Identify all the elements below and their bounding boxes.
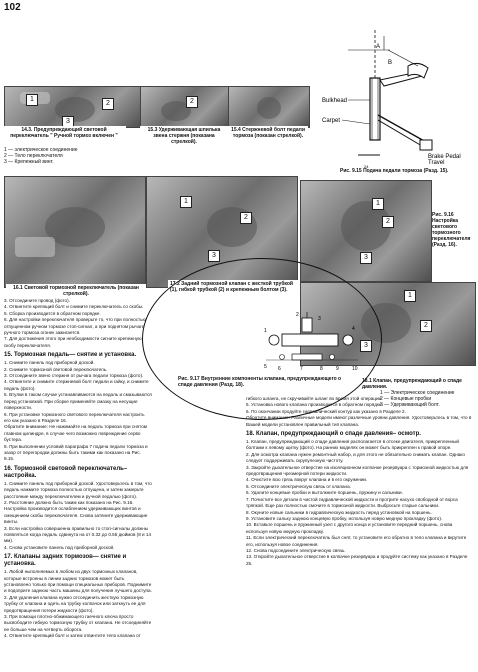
page-number: 102 — [4, 2, 21, 13]
photo-legend: 1 — Электрическое соединение 2 — Концевы… — [380, 390, 476, 408]
paragraph: 1. Любой ныполняемых в любом из двух тор… — [4, 569, 152, 594]
paragraph: 4. Снова установите панель под приборной… — [4, 544, 115, 550]
paragraph: 4. Отвинтите крепящий болт и затем отвин… — [4, 633, 141, 639]
callout-1: 1 — [372, 198, 384, 210]
paragraph: 1. Снимите панель под приборной доской. — [4, 360, 95, 366]
callout-2: 2 — [382, 216, 394, 228]
section-heading: 18. Клапан, предупреждающий о спаде давл… — [246, 431, 421, 438]
right-text-column: гибкого шланга, не скручивайте шланг во … — [246, 396, 474, 670]
callout-3: 3 — [208, 250, 220, 262]
label-a: A — [376, 44, 380, 50]
callout-2: 2 — [420, 320, 432, 332]
photo-caption: 16.1 Световой тормозной переключатель (п… — [6, 284, 146, 298]
paragraph: 2. Снимите тормозной световой переключат… — [4, 366, 108, 372]
figure-caption: Рис. 9.15 Подача педали тормоза (Разд. 1… — [340, 168, 449, 174]
paragraph: 1. Снимите панель под приборной доской. … — [4, 480, 152, 499]
photo-15-4 — [228, 86, 310, 128]
legend-item: 3 — Крепежный винт. — [4, 159, 54, 165]
legend-item: 1 — электрическое соединение — [4, 147, 78, 153]
paragraph: 8. При выполнении условий параграфа 7 по… — [4, 443, 148, 462]
paragraph: 9. Установите сальку заднюю концевую про… — [246, 515, 443, 521]
paragraph: 2. Расстояние должно быть таким как пока… — [4, 499, 148, 525]
paragraph: 6. Удалите концевые пробки и вытолкните … — [246, 490, 403, 496]
legend-item: 1 — Электрическое соединение — [380, 390, 455, 396]
paragraph: 13. Откройте дыхательное отверстие в кол… — [246, 554, 468, 566]
photo-16-1 — [4, 176, 146, 288]
photo-15-3 — [140, 86, 230, 128]
callout-3: 3 — [360, 252, 372, 264]
paragraph: Обратите внимание: Различные модели имею… — [246, 415, 472, 427]
legend-item: 3 — Удерживающий болт. — [380, 402, 440, 408]
callout-2: 2 — [186, 96, 198, 108]
paragraph: 10. Вставьте поршень и пружинный узел с … — [246, 522, 453, 534]
section-heading: 16. Тормозной световой переключатель– на… — [4, 465, 128, 479]
figure-caption: Рис. 9.16 Настройка светового тормозного… — [432, 212, 471, 248]
paragraph: 4. Очистите всю грязь вокруг клапана и в… — [246, 477, 368, 483]
paragraph: 2. Для удаления клапана нужно отсоединит… — [4, 594, 146, 613]
photo-caption: 14.3. Предупреждающий световой переключа… — [2, 126, 126, 140]
callout-1: 1 — [26, 94, 38, 106]
paragraph: 3. При помощи плотно-обжимающего гаечног… — [4, 614, 152, 632]
paragraph: 5. Установка нового клапана производится… — [246, 402, 383, 408]
paragraph: гибкого шланга, не скручивайте шланг во … — [246, 396, 383, 401]
paragraph: 7. Для достижения этого при необходимост… — [4, 336, 142, 348]
left-text-column: 3. Отсоедините провод (фото).4. Отвинтит… — [4, 298, 152, 670]
paragraph: 3. Если настройка совершенна правильно т… — [4, 525, 151, 544]
legend-item: 2 — Тело переключателя — [4, 153, 63, 159]
paragraph: 6. При установке тормозного светового пе… — [4, 411, 145, 423]
paragraph: 12. Снова подсоедините электрическую свя… — [246, 547, 346, 553]
paragraph: 5. Втулки в таком случае устанавливаются… — [4, 392, 152, 411]
legend-item: 2 — Концевые пробки — [380, 396, 432, 402]
paragraph: 3. Закройте дыхательное отверстие на изо… — [246, 464, 469, 477]
callout-2: 2 — [102, 98, 114, 110]
callout-1: 1 — [180, 196, 192, 208]
label-bulkhead: Bulkhead — [322, 98, 347, 104]
callout-2: 2 — [240, 212, 252, 224]
photo-caption: 18.1 Клапан, предупреждающий о спаде дав… — [360, 377, 478, 391]
section-heading: 15. Тормозная педаль— снятие и установка… — [4, 352, 137, 359]
callout-1: 1 — [404, 290, 416, 302]
paragraph: 11. Если электрический переключатель был… — [246, 535, 467, 547]
paragraph: 2. Для осмотра клапана нужен ремонтный н… — [246, 451, 465, 464]
paragraph: 4. Отвинтите и снимите стержневой болт п… — [4, 379, 149, 391]
photo-caption: 15.4 Стержневой болт педали тормоза (пок… — [228, 126, 308, 140]
paragraph: 1. Клапан, предупреждающий о спаде давле… — [246, 439, 459, 451]
paragraph: 3. Отсоедините звено стержня от рычага п… — [4, 373, 144, 379]
photo-legend: 1 — электрическое соединение 2 — Тело пе… — [4, 147, 134, 165]
paragraph: Обратите внимание: Не нажимайте на педал… — [4, 424, 147, 443]
paragraph: 6. По окончании продуйте гидравлический … — [246, 408, 406, 414]
figure-number: 24 — [364, 164, 369, 169]
paragraph: 5. Сборка производится в обратном порядк… — [4, 310, 101, 316]
photo-caption: 15.3 Удерживающая шпилька звена стержня … — [140, 126, 228, 146]
section-heading: 17. Клапаны задних тормозов— снятие и ус… — [4, 554, 127, 568]
label-carpet: Carpet — [322, 118, 340, 124]
paragraph: 6. Для настройки переключателя проверьте… — [4, 317, 146, 336]
paragraph: 5. Отсоедините электрическую связь от кл… — [246, 483, 351, 489]
paragraph: 8. Окуните новые сальники в гидравлическ… — [246, 509, 432, 515]
photo-9-16 — [300, 180, 432, 282]
paragraph: 7. Почистите все детали в чистой гидравл… — [246, 496, 458, 509]
paragraph: 3. Отсоедините провод (фото). — [4, 298, 70, 303]
label-b: B — [388, 60, 392, 66]
hand-drawn-circle — [142, 258, 382, 420]
paragraph: 4. Отвинтите крепящий болт и снимите пер… — [4, 304, 144, 310]
